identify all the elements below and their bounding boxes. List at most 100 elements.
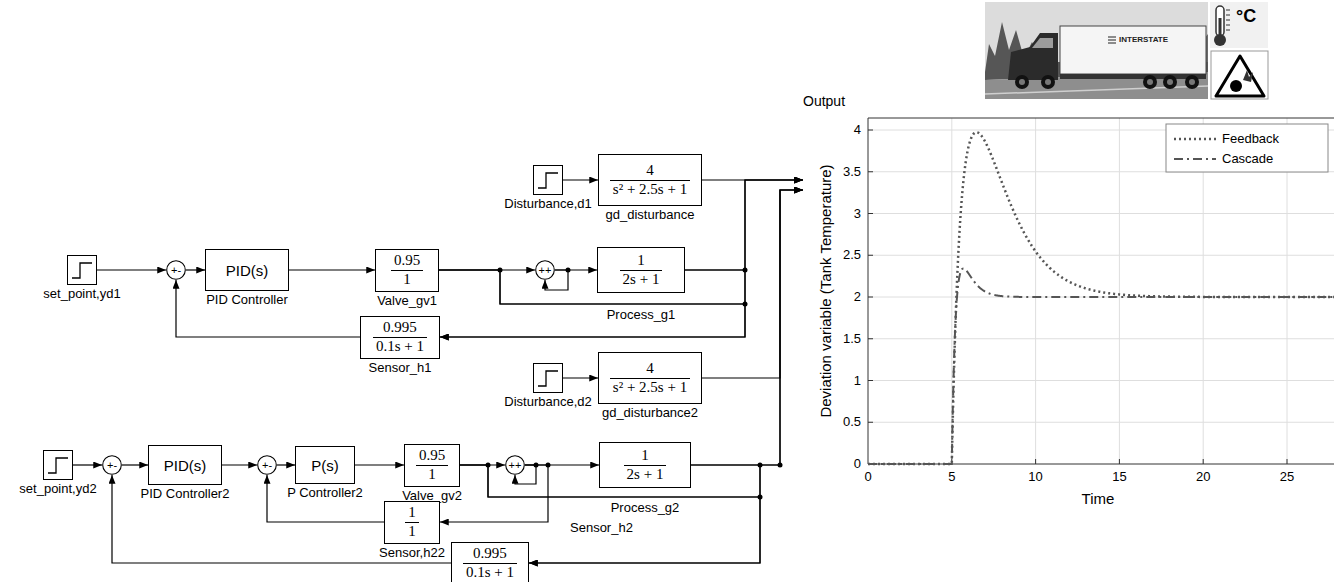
drawing-part bbox=[868, 255, 873, 256]
drawing-part bbox=[546, 463, 551, 468]
grid-line bbox=[1119, 118, 1120, 464]
scope-plot: Output bbox=[803, 115, 1334, 582]
sum-signs: +- bbox=[262, 460, 272, 471]
signal-line bbox=[222, 464, 257, 465]
signal-line bbox=[355, 464, 404, 465]
signal-line bbox=[685, 180, 803, 270]
sum-outline bbox=[506, 456, 525, 475]
block-name: set_point,yd1 bbox=[43, 287, 120, 302]
numerator: 1 bbox=[405, 505, 419, 521]
drawing-part bbox=[1015, 75, 1029, 89]
x-tick-label: 10 bbox=[1028, 470, 1042, 485]
signal-line bbox=[702, 179, 803, 180]
truck-photo bbox=[985, 2, 1208, 99]
drawing-part bbox=[743, 268, 748, 273]
step-symbol bbox=[44, 451, 72, 479]
block-name: Sensor_h2 bbox=[570, 521, 633, 536]
signal-line bbox=[529, 465, 760, 563]
grid-line bbox=[868, 422, 1334, 423]
numerator: 0.95 bbox=[416, 448, 448, 464]
block-expression: PID(s) bbox=[226, 262, 269, 279]
signal-line bbox=[289, 269, 375, 270]
y-tick-label: 1.5 bbox=[843, 331, 861, 346]
grid-line bbox=[868, 380, 1334, 381]
grid-line bbox=[868, 338, 1334, 339]
step-source-block: set_point,yd2 bbox=[43, 450, 73, 480]
step-symbol bbox=[68, 256, 96, 284]
numerator: 4 bbox=[610, 163, 690, 179]
cascade-curve bbox=[868, 269, 1334, 464]
drawing-part bbox=[743, 302, 748, 307]
drawing-part bbox=[1045, 79, 1051, 85]
bomb-symbol bbox=[1230, 80, 1242, 92]
drawing-part bbox=[1163, 75, 1177, 89]
fraction: 4s² + 2.5s + 1 bbox=[610, 361, 690, 396]
fraction: 11 bbox=[405, 505, 419, 540]
x-tick-label: 5 bbox=[948, 470, 955, 485]
drawing-part bbox=[486, 463, 491, 468]
step-curve bbox=[538, 371, 558, 386]
sum-outline bbox=[167, 261, 186, 280]
block-name-group: gd_disturbance bbox=[606, 208, 695, 223]
block-name: Disturbance,d2 bbox=[504, 395, 591, 410]
block-expression: P(s) bbox=[311, 457, 339, 474]
block-name: Valve_gv1 bbox=[377, 294, 437, 309]
drawing-part bbox=[1019, 79, 1025, 85]
signal-line bbox=[702, 190, 803, 378]
thermometer-icon bbox=[1210, 2, 1268, 48]
grid-line bbox=[868, 255, 1334, 256]
block-name: PID Controller2 bbox=[141, 487, 230, 502]
drawing-part bbox=[1203, 459, 1204, 464]
legend-samples bbox=[1174, 139, 1216, 159]
block-expression: PID(s) bbox=[164, 457, 207, 474]
warning-triangle bbox=[1216, 56, 1264, 96]
legend-text: Cascade bbox=[1222, 152, 1273, 167]
block-name-group: Process_g1 bbox=[607, 308, 676, 323]
legend-line-sample bbox=[1174, 158, 1216, 160]
y-tick-label: 2.5 bbox=[843, 248, 861, 263]
signal-line bbox=[439, 270, 745, 337]
thermometer-ticks bbox=[1226, 10, 1230, 30]
block-name: gd_disturbance2 bbox=[602, 406, 698, 421]
block-name: Sensor,h22 bbox=[379, 546, 445, 561]
x-tick-label: 15 bbox=[1112, 470, 1126, 485]
fraction: 0.951 bbox=[391, 253, 423, 288]
signal-line bbox=[563, 179, 598, 180]
block-name: gd_disturbance bbox=[606, 208, 695, 223]
y-tick-label: 1 bbox=[854, 373, 861, 388]
drawing-part bbox=[778, 463, 783, 468]
unit-symbol: °C bbox=[1236, 6, 1256, 27]
step-curve bbox=[538, 173, 558, 188]
block-name-group: set_point,yd2 bbox=[19, 482, 96, 497]
signal-line bbox=[122, 464, 148, 465]
drawing-part bbox=[1167, 79, 1173, 85]
drawing-part bbox=[534, 463, 539, 468]
sum-junction: +- bbox=[102, 455, 122, 475]
block-name: Disturbance,d1 bbox=[504, 197, 591, 212]
block-name-group: Disturbance,d1 bbox=[504, 197, 591, 212]
truck-window bbox=[1032, 38, 1053, 48]
thermometer-tube bbox=[1216, 6, 1224, 36]
block-name-group: gd_disturbance2 bbox=[602, 406, 698, 421]
denominator: s² + 2.5s + 1 bbox=[610, 378, 690, 396]
x-tick-label: 20 bbox=[1196, 470, 1210, 485]
sum-junction: ++ bbox=[535, 260, 555, 280]
denominator: 1 bbox=[391, 270, 423, 288]
photo-trees bbox=[985, 22, 1208, 80]
denominator: s² + 2.5s + 1 bbox=[610, 180, 690, 198]
drawing-part bbox=[498, 268, 503, 273]
transfer-function-block: 4s² + 2.5s + 1gd_disturbance bbox=[598, 154, 702, 206]
drawing-part bbox=[868, 338, 873, 339]
trailer-logo-mark bbox=[1108, 37, 1116, 43]
legend-box bbox=[1166, 124, 1328, 172]
drawing-part bbox=[1147, 79, 1153, 85]
y-tick-label: 4 bbox=[854, 123, 861, 138]
output-plot bbox=[868, 118, 1334, 464]
truck-cab bbox=[1008, 33, 1058, 80]
axis-title: Time bbox=[1082, 490, 1115, 507]
transfer-function-block: 11Sensor,h22 bbox=[384, 501, 440, 544]
legend-text: Feedback bbox=[1222, 132, 1279, 147]
truck-wheels bbox=[1015, 75, 1199, 89]
sum-junction: ++ bbox=[505, 455, 525, 475]
step-source-block: Disturbance,d2 bbox=[533, 363, 563, 393]
